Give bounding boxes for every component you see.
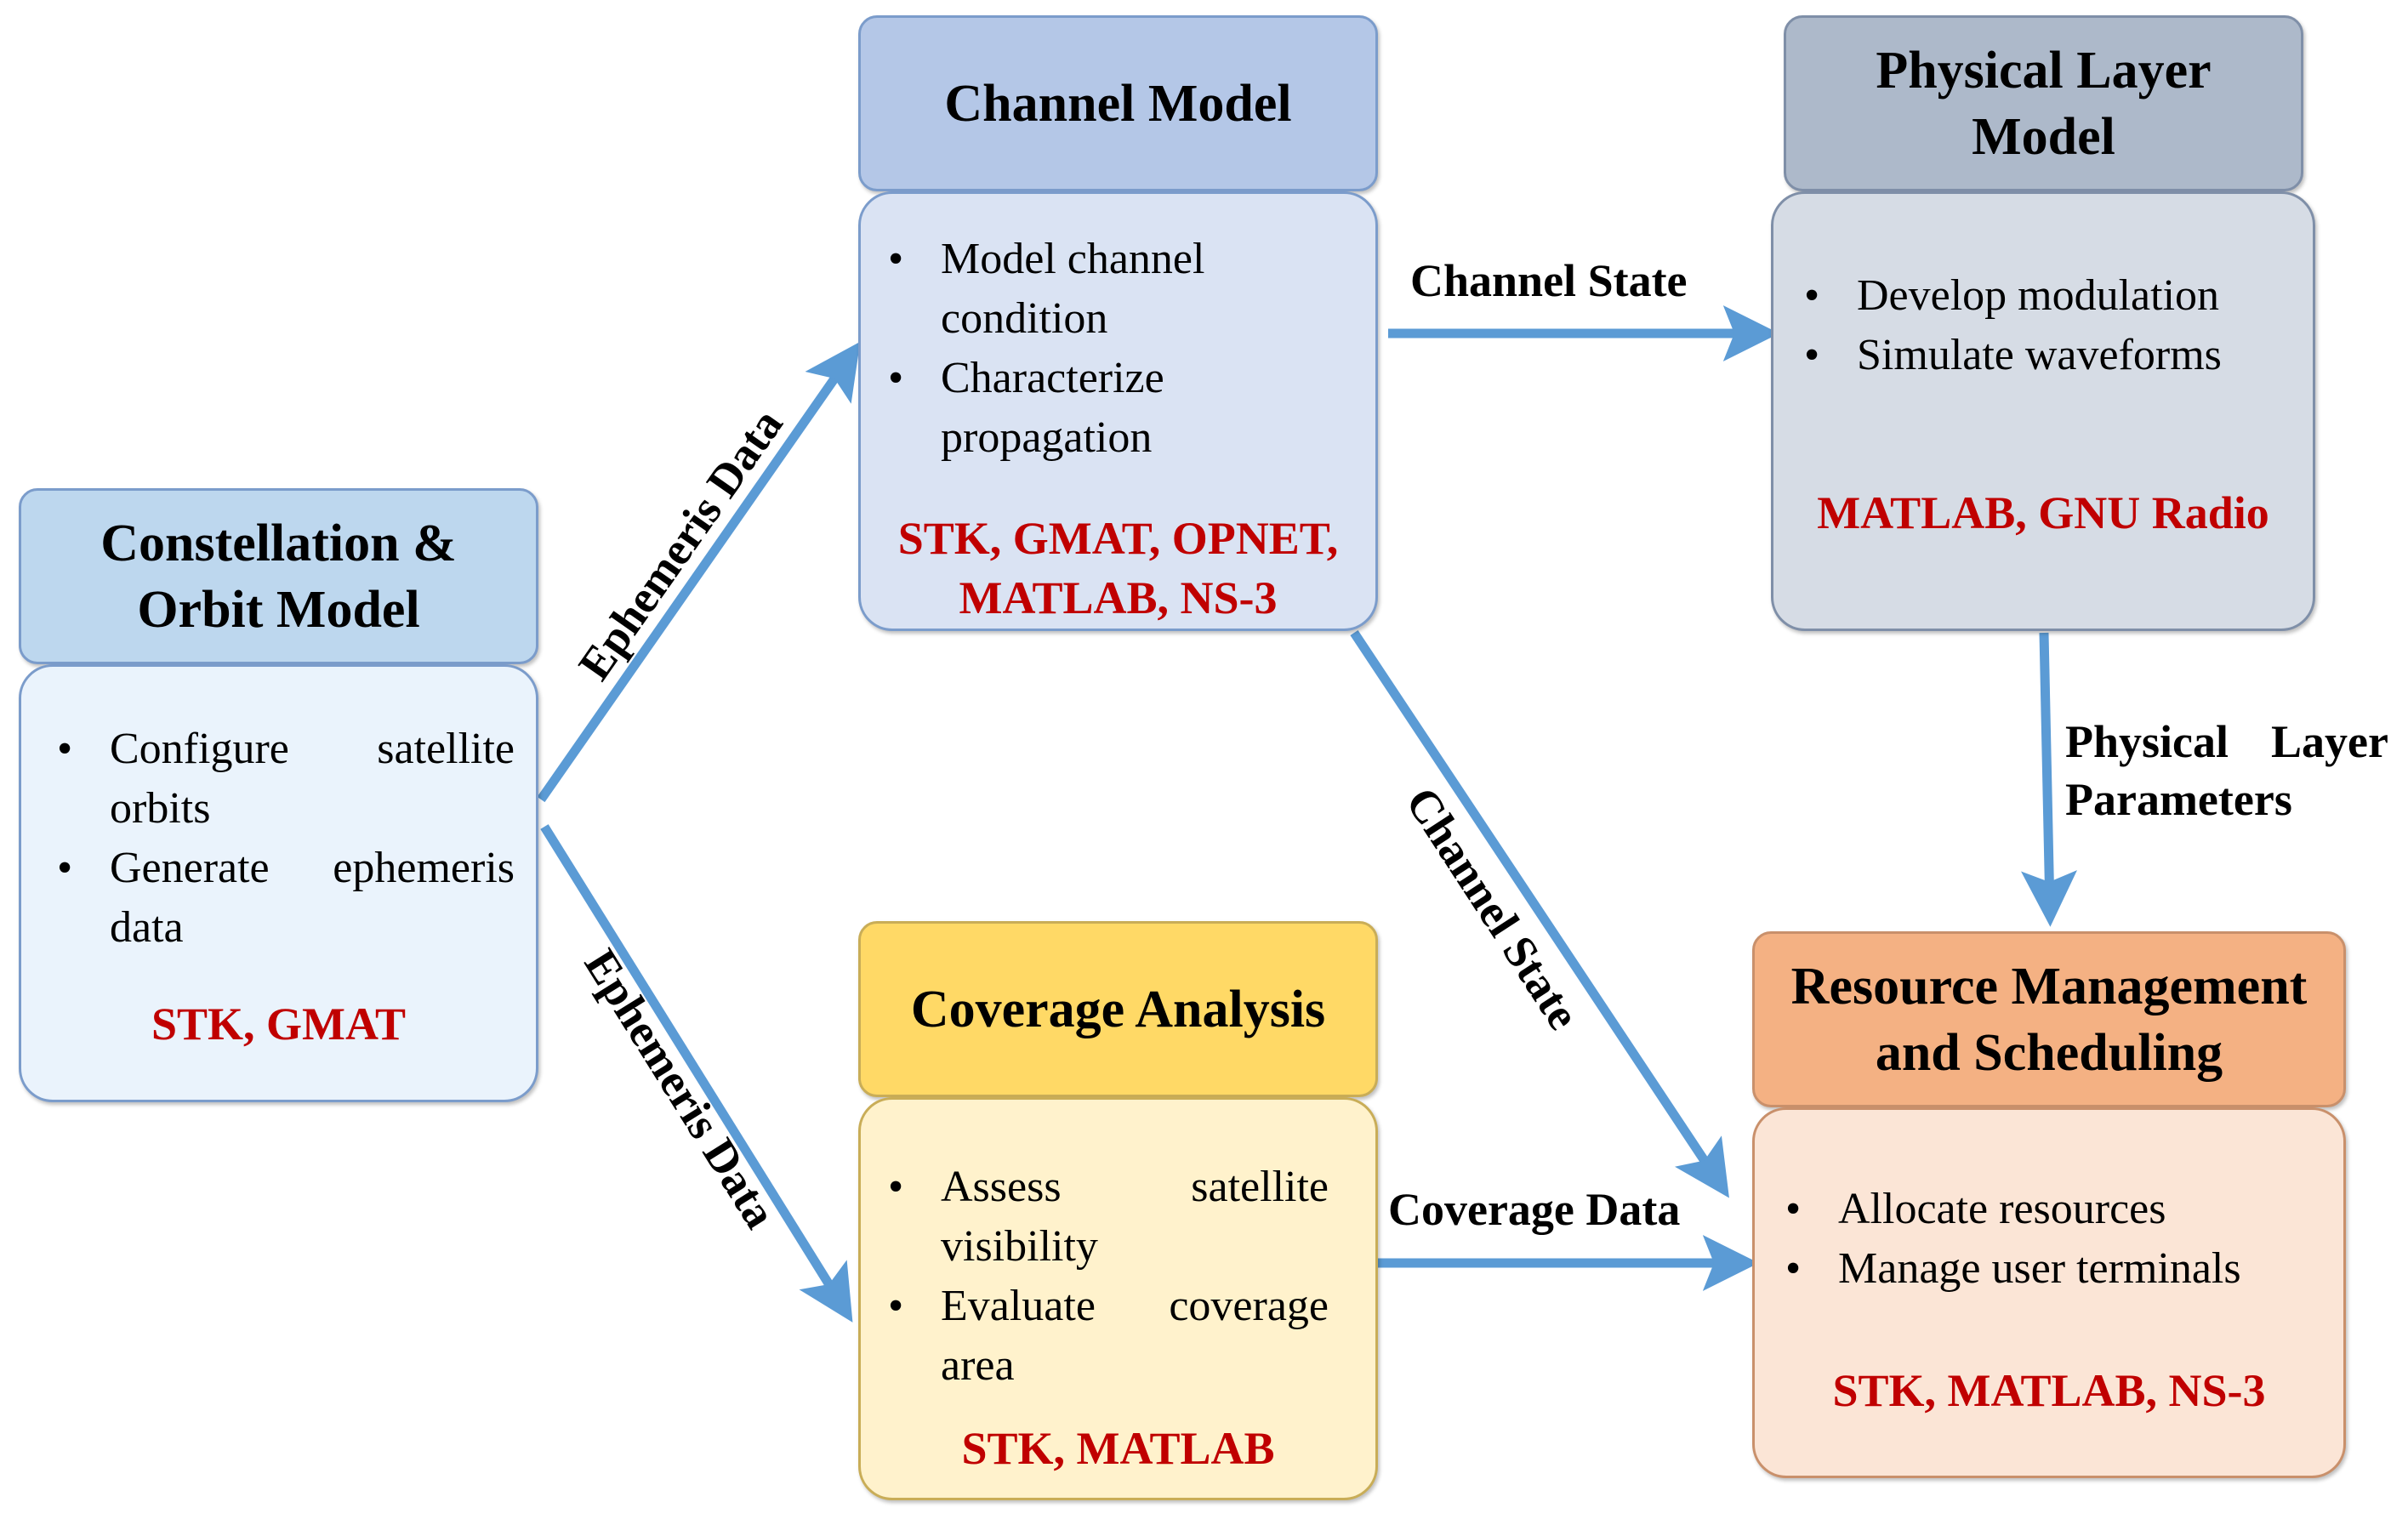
constellation-orbit-tools: STK, GMAT [151,998,407,1050]
resource-management-tools: STK, MATLAB, NS-3 [1832,1365,2266,1416]
arrow-orbit-to-coverage [540,824,853,1323]
bullet-item: Assess satellite visibility [869,1158,1329,1277]
bullet-item: Model channel condition [869,230,1244,349]
edge-label-coverage-to-resource: Coverage Data [1388,1184,1681,1235]
bullet-item: Allocate resources [1767,1180,2328,1239]
physical-layer-bullets: Develop modulation Simulate waveforms [1785,266,2296,385]
bullet-item: Configure satellite orbits [38,720,515,839]
coverage-analysis-tools: STK, MATLAB [961,1423,1275,1474]
physical-layer-body: Develop modulation Simulate waveforms MA… [1771,191,2315,631]
physical-layer-title: Physical Layer Model [1876,41,2212,166]
physical-layer-header: Physical Layer Model [1784,15,2303,191]
resource-management-header: Resource Management and Scheduling [1752,931,2346,1107]
constellation-orbit-body: Configure satellite orbits Generate ephe… [19,664,538,1102]
bullet-item: Develop modulation [1785,266,2296,326]
bullet-item: Manage user terminals [1767,1239,2328,1299]
coverage-analysis-bullets: Assess satellite visibility Evaluate cov… [869,1158,1329,1396]
constellation-orbit-header: Constellation & Orbit Model [19,488,538,664]
bullet-item: Characterize propagation [869,349,1244,468]
resource-management-body: Allocate resources Manage user terminals… [1752,1107,2346,1478]
bullet-item: Evaluate coverage area [869,1277,1329,1396]
coverage-analysis-title: Coverage Analysis [910,980,1326,1038]
resource-management-title: Resource Management and Scheduling [1790,957,2308,1082]
physical-layer-tools: MATLAB, GNU Radio [1817,487,2269,538]
bullet-item: Simulate waveforms [1785,326,2296,385]
arrow-orbit-to-channel [537,341,861,803]
edge-label-channel-to-physical: Channel State [1410,255,1688,306]
channel-model-title: Channel Model [944,74,1292,133]
resource-management-bullets: Allocate resources Manage user terminals [1767,1180,2328,1299]
constellation-orbit-bullets: Configure satellite orbits Generate ephe… [38,720,515,958]
channel-model-header: Channel Model [858,15,1378,191]
channel-model-body: Model channel condition Characterize pro… [858,191,1378,631]
coverage-analysis-body: Assess satellite visibility Evaluate cov… [858,1097,1378,1500]
edge-label-physical-to-resource: Physical Layer Parameters [2065,716,2388,825]
arrow-channel-to-resource [1350,629,1729,1198]
arrow-physical-to-resource [2021,632,2078,927]
bullet-item: Generate ephemeris data [38,839,515,958]
constellation-orbit-title: Constellation & Orbit Model [100,514,457,639]
channel-model-tools: STK, GMAT, OPNET, MATLAB, NS-3 [897,513,1339,623]
channel-model-bullets: Model channel condition Characterize pro… [869,230,1244,468]
coverage-analysis-header: Coverage Analysis [858,921,1378,1097]
